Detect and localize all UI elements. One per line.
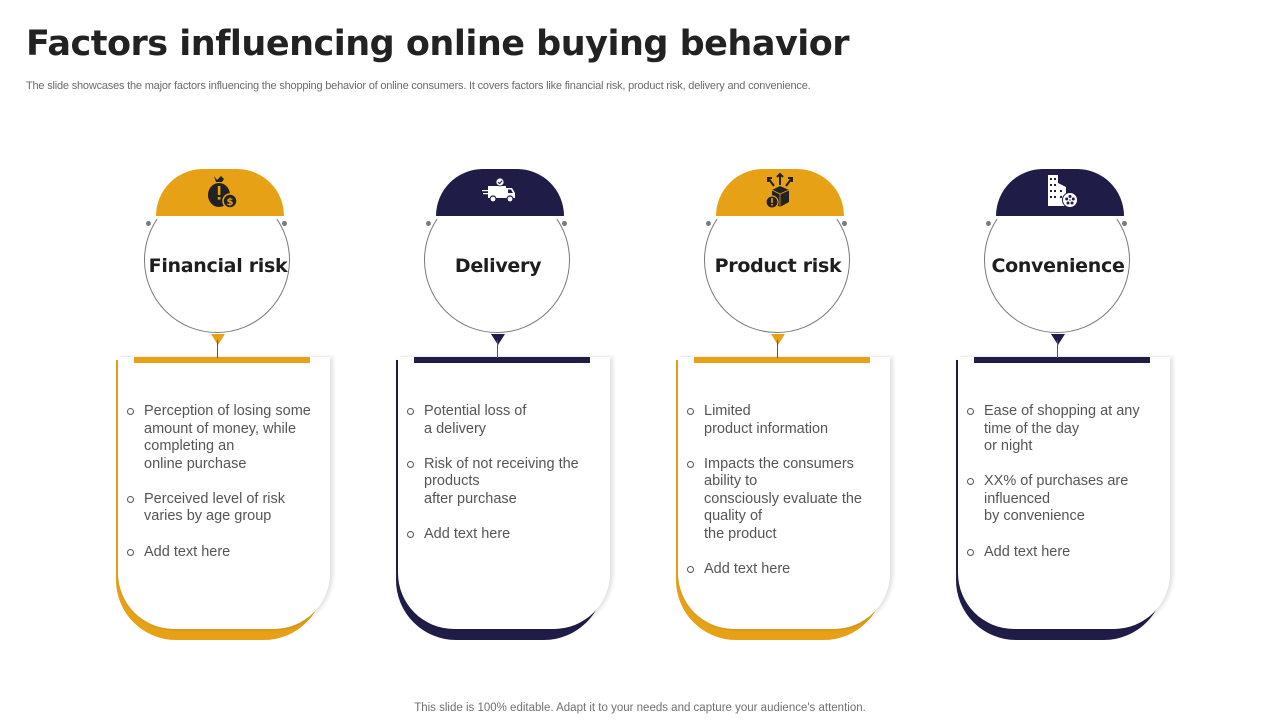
pointer-triangle bbox=[771, 334, 785, 345]
bullet-item: Impacts the consumers ability to conscio… bbox=[684, 456, 882, 544]
connector-line bbox=[497, 340, 498, 358]
bullet-circle-icon bbox=[127, 548, 134, 556]
bullet-circle-icon bbox=[967, 548, 974, 556]
bullet-item: Add text here bbox=[964, 544, 1162, 562]
factor-title: Convenience bbox=[991, 255, 1125, 277]
connector-line bbox=[217, 340, 218, 358]
pointer-triangle bbox=[491, 334, 505, 345]
connector-line bbox=[1057, 340, 1058, 358]
card-accent-bar bbox=[694, 357, 870, 363]
bullet-list: Perception of losing some amount of mone… bbox=[124, 403, 322, 579]
connector-dot bbox=[986, 221, 991, 226]
factor-title: Financial risk bbox=[148, 255, 288, 277]
factor-column-convenience: Ease of shopping at any time of the day … bbox=[956, 160, 1218, 650]
pointer-triangle bbox=[211, 334, 225, 345]
connector-line bbox=[777, 340, 778, 358]
icon-cap bbox=[436, 169, 564, 216]
factor-circle bbox=[424, 219, 570, 333]
delivery-truck-icon bbox=[482, 177, 515, 203]
factor-circle bbox=[144, 219, 290, 333]
factor-title: Delivery bbox=[454, 255, 542, 277]
bullet-item: Risk of not receiving the products after… bbox=[404, 456, 602, 509]
building-store-icon bbox=[1048, 174, 1078, 208]
bullet-item: XX% of purchases are influenced by conve… bbox=[964, 473, 1162, 526]
pointer-triangle bbox=[1051, 334, 1065, 345]
bullet-item: Add text here bbox=[124, 544, 322, 562]
bullet-circle-icon bbox=[407, 460, 414, 468]
card-accent-bar bbox=[974, 357, 1150, 363]
connector-dot bbox=[706, 221, 711, 226]
connector-dot bbox=[282, 221, 287, 226]
icon-cap: $ bbox=[156, 169, 284, 216]
factor-card: Limited product information Impacts the … bbox=[678, 357, 890, 629]
bullet-item: Perception of losing some amount of mone… bbox=[124, 403, 322, 473]
bullet-circle-icon bbox=[967, 408, 974, 415]
bullet-circle-icon bbox=[127, 408, 134, 415]
page-subtitle: The slide showcases the major factors in… bbox=[26, 80, 811, 92]
bullet-circle-icon bbox=[687, 566, 694, 574]
page-title: Factors influencing online buying behavi… bbox=[26, 24, 850, 64]
bullet-circle-icon bbox=[687, 460, 694, 468]
bullet-item: Ease of shopping at any time of the day … bbox=[964, 403, 1162, 456]
bullet-list: Limited product information Impacts the … bbox=[684, 403, 882, 596]
money-bag-warning-icon: $ bbox=[208, 175, 238, 209]
bullet-item: Potential loss of a delivery bbox=[404, 403, 602, 438]
bullet-circle-icon bbox=[687, 408, 694, 415]
factor-circle bbox=[704, 219, 850, 333]
bullet-item: Perceived level of risk varies by age gr… bbox=[124, 491, 322, 526]
factor-card: Potential loss of a delivery Risk of not… bbox=[398, 357, 610, 629]
bullet-list: Ease of shopping at any time of the day … bbox=[964, 403, 1162, 579]
bullet-circle-icon bbox=[967, 478, 974, 486]
factor-column-delivery: Potential loss of a delivery Risk of not… bbox=[396, 160, 658, 650]
connector-dot bbox=[562, 221, 567, 226]
factor-column-financial-risk: Perception of losing some amount of mone… bbox=[116, 160, 378, 650]
factor-card: Ease of shopping at any time of the day … bbox=[958, 357, 1170, 629]
connector-dot bbox=[426, 221, 431, 226]
icon-cap bbox=[716, 169, 844, 216]
box-warning-icon bbox=[765, 172, 793, 209]
connector-dot bbox=[146, 221, 151, 226]
bullet-circle-icon bbox=[127, 495, 134, 503]
factor-card: Perception of losing some amount of mone… bbox=[118, 357, 330, 629]
card-accent-bar bbox=[414, 357, 590, 363]
footer-note: This slide is 100% editable. Adapt it to… bbox=[414, 702, 866, 714]
bullet-circle-icon bbox=[407, 530, 414, 538]
card-accent-bar bbox=[134, 357, 310, 363]
icon-cap bbox=[996, 169, 1124, 216]
connector-dot bbox=[842, 221, 847, 226]
bullet-item: Add text here bbox=[684, 561, 882, 579]
svg-text:$: $ bbox=[227, 197, 234, 208]
connector-dot bbox=[1122, 221, 1127, 226]
bullet-circle-icon bbox=[407, 408, 414, 415]
bullet-list: Potential loss of a delivery Risk of not… bbox=[404, 403, 602, 561]
factor-circle bbox=[984, 219, 1130, 333]
bullet-item: Limited product information bbox=[684, 403, 882, 438]
bullet-item: Add text here bbox=[404, 526, 602, 544]
factor-column-product-risk: Limited product information Impacts the … bbox=[676, 160, 938, 650]
factor-title: Product risk bbox=[714, 255, 842, 277]
